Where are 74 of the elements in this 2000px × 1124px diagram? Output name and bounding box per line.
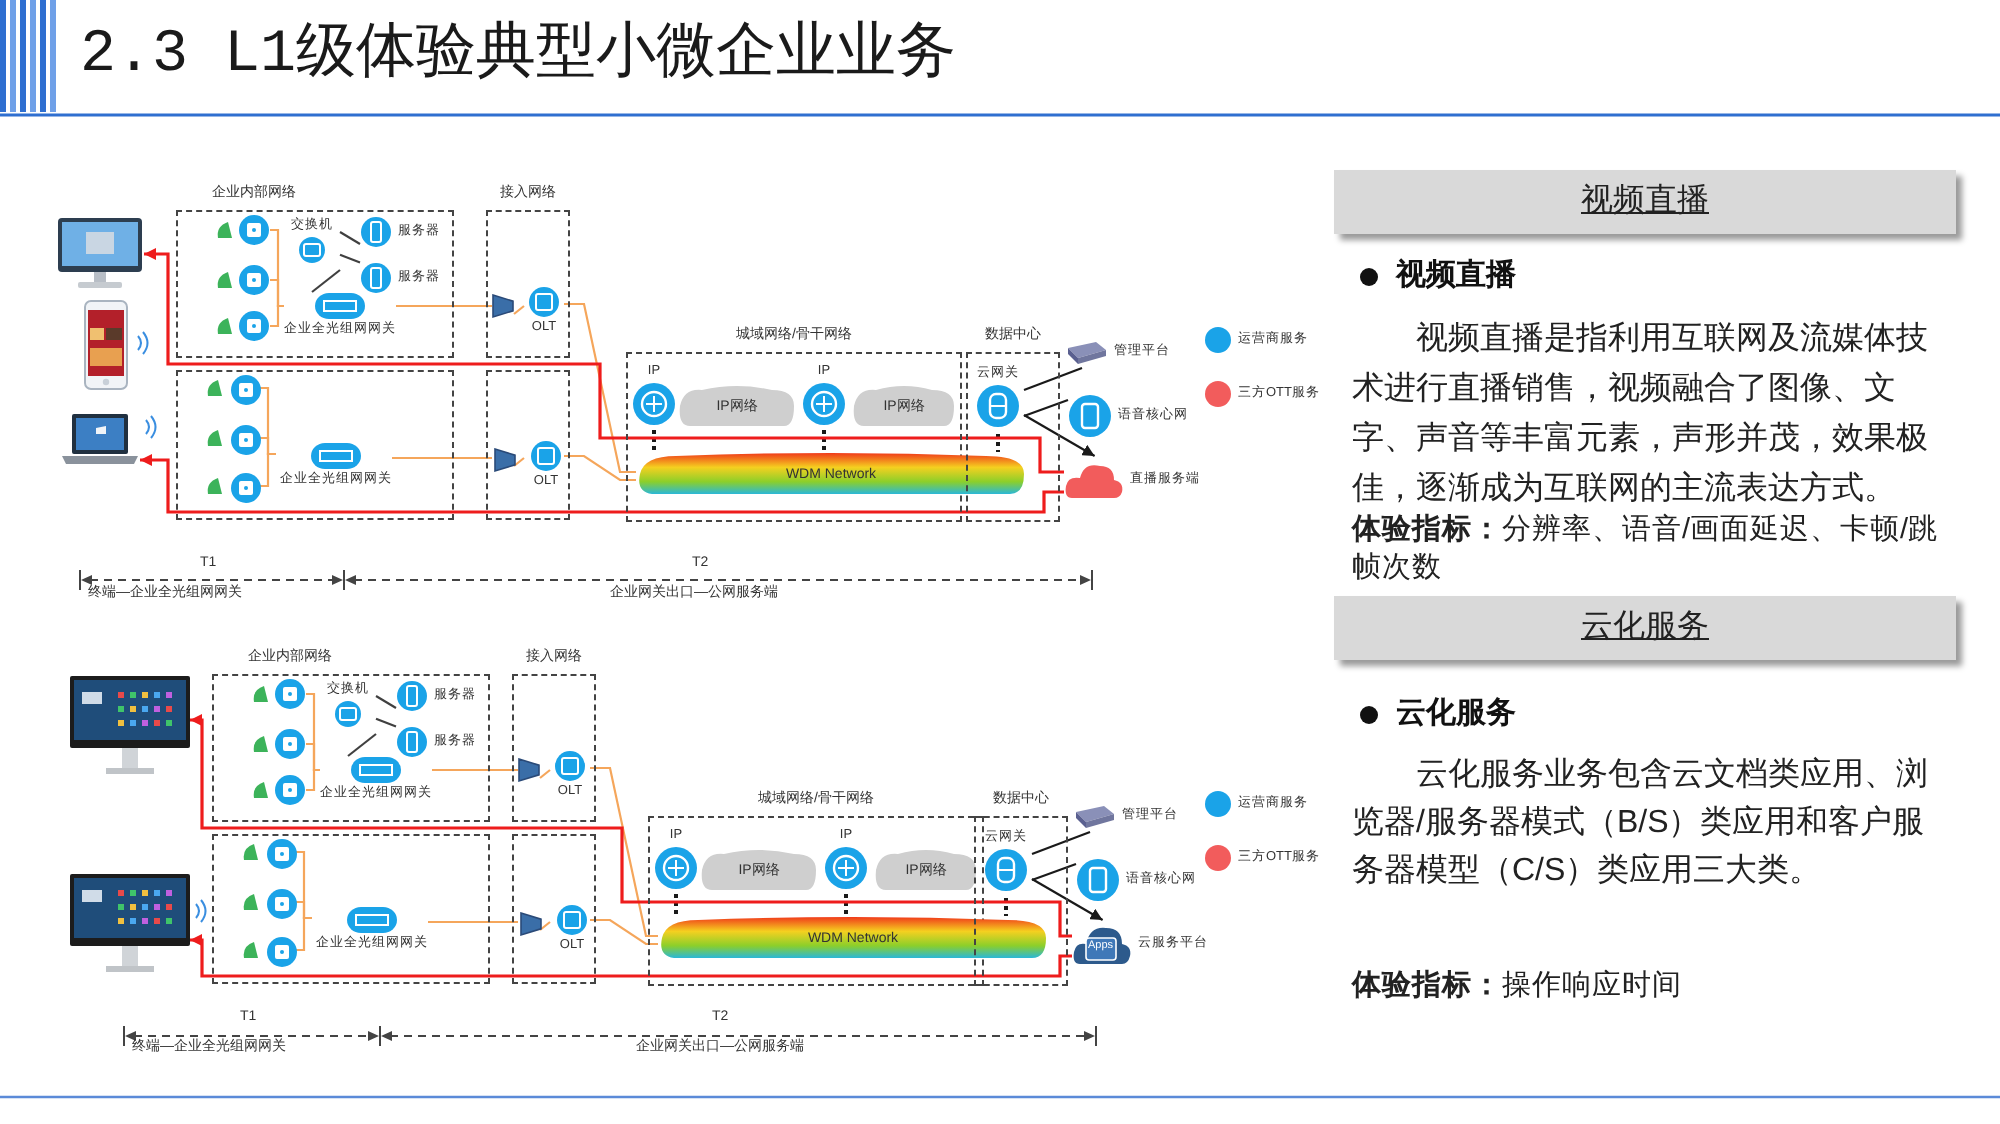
- paragraph: 云化服务业务包含云文档类应用、浏览器/服务器模式（B/S）类应用和客户服务器模型（C/S）类应用三大类。: [1352, 755, 1930, 892]
- access-point-icon: [274, 678, 306, 710]
- connector-line: [539, 769, 551, 779]
- connector-line: [513, 457, 525, 467]
- access-point-icon: [230, 472, 262, 504]
- access-point-icon: [238, 310, 270, 342]
- connector-line: [590, 766, 658, 938]
- arrow: [190, 714, 1072, 938]
- splitter-icon: [494, 448, 516, 472]
- arrow: [144, 248, 1064, 474]
- access-point-icon: [266, 936, 298, 968]
- connector-line: [296, 916, 312, 952]
- monitor-icon: [56, 216, 144, 292]
- access-point-icon: [238, 264, 270, 296]
- bullet-heading: 视频直播: [1396, 256, 1516, 296]
- connector-line: [311, 269, 341, 293]
- connector-line: [375, 717, 397, 728]
- arrow: [1023, 414, 1096, 457]
- connector-line: [339, 231, 361, 245]
- connector-line: [513, 305, 525, 315]
- connector-line: [347, 733, 377, 757]
- access-point-icon: [266, 838, 298, 870]
- dashed-boundary: [176, 370, 454, 520]
- connector-line: [396, 304, 492, 308]
- dashed-boundary: [212, 834, 490, 984]
- access-point-icon: [230, 424, 262, 456]
- connector-line: [1004, 898, 1008, 916]
- slide-title: 2.3 L1级体验典型小微企业业务: [80, 18, 957, 94]
- access-point-icon: [238, 214, 270, 246]
- splitter-icon: [520, 912, 542, 936]
- connector-line: [339, 253, 361, 264]
- arrow: [140, 454, 1064, 514]
- access-point-icon: [230, 374, 262, 406]
- connector-line: [822, 430, 826, 452]
- connector-line: [428, 920, 518, 924]
- connector-line: [375, 695, 397, 709]
- section-header-band: 视频直播: [1334, 170, 1956, 234]
- connector-line: [674, 894, 678, 916]
- access-point-icon: [274, 774, 306, 806]
- connector-line: [1023, 398, 1069, 418]
- connector-line: [260, 452, 276, 488]
- connector-line: [270, 304, 284, 328]
- connector-line: [590, 918, 658, 946]
- paragraph: 视频直播是指利用互联网及流媒体技术进行直播销售，视频融合了图像、文字、声音等丰富元素，声形并茂，效果极佳，逐渐成为互联网的主流表达方式。: [1352, 319, 1930, 510]
- monitor-icon: [70, 874, 190, 974]
- access-point-icon: [266, 888, 298, 920]
- metric-text: 体验指标：分辨率、语音/画面延迟、卡顿/跳帧次数: [1352, 512, 1941, 588]
- connector-line: [996, 434, 1000, 452]
- connector-line: [1031, 862, 1077, 882]
- access-point-icon: [274, 728, 306, 760]
- metric-text: 体验指标：操作响应时间: [1352, 968, 1684, 1006]
- connector-line: [844, 894, 848, 916]
- laptop-icon: [60, 412, 140, 468]
- smartphone-icon: [84, 300, 128, 390]
- connector-line: [1031, 830, 1091, 856]
- connector-line: [564, 454, 636, 482]
- splitter-icon: [518, 758, 540, 782]
- arrow: [1031, 878, 1104, 921]
- connector-line: [306, 742, 320, 772]
- arrow: [190, 934, 1072, 978]
- connector-line: [392, 456, 492, 460]
- connector-line: [564, 302, 636, 474]
- connector-line: [432, 768, 518, 772]
- dashed-boundary: [486, 370, 570, 520]
- section-header-band: 云化服务: [1334, 596, 1956, 660]
- connector-line: [652, 430, 656, 452]
- connector-line: [539, 921, 551, 931]
- connector-line: [306, 768, 320, 792]
- splitter-icon: [492, 294, 514, 318]
- dashed-boundary: [512, 834, 596, 984]
- monitor-icon: [70, 676, 190, 776]
- bullet-heading: 云化服务: [1396, 694, 1516, 734]
- connector-line: [1023, 366, 1083, 392]
- connector-line: [270, 278, 284, 308]
